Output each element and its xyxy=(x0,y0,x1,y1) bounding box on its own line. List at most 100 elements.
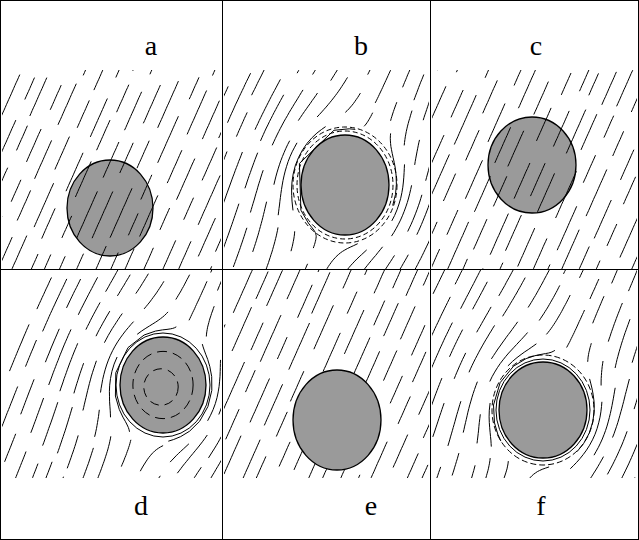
flow-line xyxy=(344,310,364,354)
flow-line xyxy=(613,379,630,438)
flow-line xyxy=(589,73,599,95)
panel-letter: b xyxy=(354,32,368,60)
flow-line xyxy=(619,477,635,478)
flow-line xyxy=(604,116,614,138)
flow-line xyxy=(58,84,76,125)
flow-line xyxy=(110,188,132,237)
flow-line xyxy=(456,70,468,72)
flow-line xyxy=(245,153,258,189)
flow-line xyxy=(167,150,182,183)
flow-line xyxy=(382,255,408,270)
flow-line xyxy=(60,343,78,391)
flow-line xyxy=(25,78,35,100)
flow-line xyxy=(133,70,149,71)
flow-line xyxy=(612,269,622,283)
flow-line xyxy=(490,214,508,255)
flow-line xyxy=(469,325,495,372)
flow-line xyxy=(620,214,637,258)
figure-panel: f xyxy=(430,269,639,540)
flow-line xyxy=(137,312,168,334)
flow-line xyxy=(253,202,267,252)
flow-line xyxy=(491,322,517,359)
panel-figure xyxy=(2,269,221,478)
flow-line xyxy=(136,274,149,294)
flow-line xyxy=(77,100,89,127)
flow-line xyxy=(375,70,391,103)
flow-line xyxy=(454,353,466,379)
flow-line xyxy=(433,269,447,294)
flow-line xyxy=(137,141,149,169)
flow-line xyxy=(432,135,444,179)
flow-line xyxy=(414,75,424,101)
flow-line xyxy=(177,435,207,473)
flow-line xyxy=(423,91,429,120)
flow-line xyxy=(26,254,38,270)
panel-letter: d xyxy=(134,492,148,520)
panel-letter: c xyxy=(530,32,542,60)
flow-line xyxy=(97,120,110,150)
flow-line xyxy=(160,208,170,230)
figure-panel: d xyxy=(0,269,223,540)
flow-line xyxy=(75,161,91,197)
flow-line xyxy=(176,241,191,270)
panel-letter: e xyxy=(365,492,377,520)
flow-line xyxy=(343,475,360,478)
flow-line xyxy=(478,458,490,478)
flow-line xyxy=(423,405,429,438)
flow-line xyxy=(432,249,440,270)
flow-line xyxy=(98,436,111,478)
flow-line xyxy=(67,435,78,468)
flow-line xyxy=(92,192,113,239)
flow-line xyxy=(141,175,152,200)
flow-line xyxy=(128,213,138,235)
flow-line xyxy=(30,78,47,116)
flow-line xyxy=(618,435,637,478)
flow-line xyxy=(508,131,524,167)
flow-line xyxy=(62,216,72,238)
flow-line xyxy=(250,170,263,212)
flow-line xyxy=(363,247,382,270)
flow-line xyxy=(86,302,100,329)
flow-line xyxy=(632,335,637,363)
flow-line xyxy=(495,127,511,163)
particle xyxy=(499,362,587,458)
flow-line xyxy=(226,409,239,439)
flow-line xyxy=(298,93,317,121)
flow-line xyxy=(140,446,163,472)
flow-line xyxy=(78,277,97,315)
flow-line xyxy=(228,73,251,123)
flow-line xyxy=(107,253,118,270)
flow-line xyxy=(354,338,370,374)
flow-line xyxy=(22,464,38,478)
flow-line xyxy=(189,77,199,99)
flow-line xyxy=(477,414,480,443)
flow-line xyxy=(590,279,599,299)
flow-line xyxy=(518,228,535,266)
flow-line xyxy=(503,278,526,317)
flow-line xyxy=(121,440,131,467)
flow-line xyxy=(276,412,287,437)
flow-line xyxy=(392,164,405,221)
flow-line xyxy=(264,384,282,425)
panel-letter: f xyxy=(536,492,545,520)
flow-line xyxy=(608,303,622,342)
flow-line xyxy=(220,231,221,270)
flow-line xyxy=(408,195,422,232)
flow-line xyxy=(120,143,133,173)
flow-line xyxy=(432,467,441,478)
flow-line xyxy=(323,333,340,371)
flow-line xyxy=(57,407,72,453)
flow-line xyxy=(246,370,256,392)
boundary-layer xyxy=(492,355,594,465)
flow-line xyxy=(574,457,604,478)
flow-line xyxy=(45,256,66,270)
flow-line xyxy=(142,476,161,478)
flow-line xyxy=(406,269,422,296)
flow-line xyxy=(90,246,106,270)
flow-line xyxy=(461,269,485,309)
flow-line xyxy=(187,91,207,135)
flow-line xyxy=(407,453,418,478)
flow-line xyxy=(593,296,604,323)
flow-line xyxy=(198,176,220,225)
flow-line xyxy=(156,240,176,270)
